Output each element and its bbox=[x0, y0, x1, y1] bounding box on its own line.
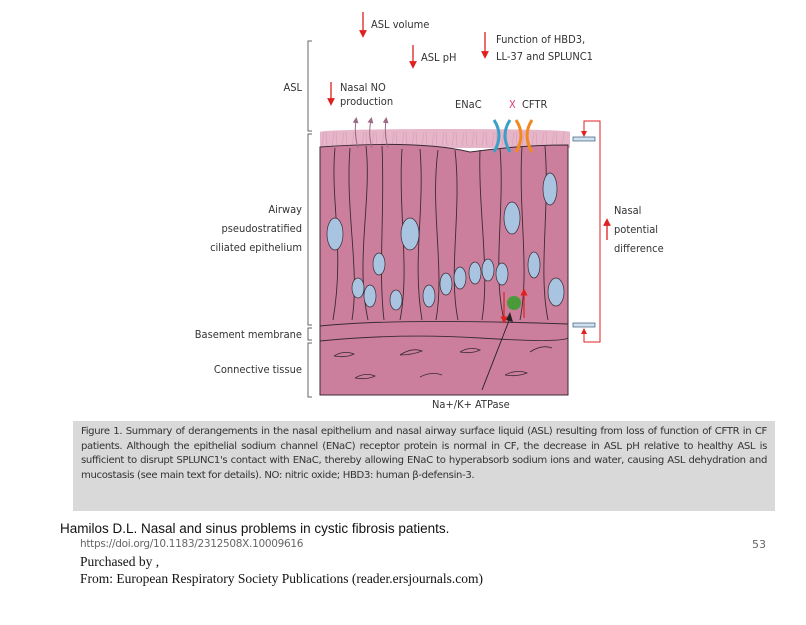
purchased-by: Purchased by , bbox=[80, 554, 160, 569]
cftr-x-mark: X bbox=[509, 98, 516, 111]
enac-label: ENaC bbox=[455, 98, 482, 111]
svg-text:Nasal NO: Nasal NO bbox=[340, 81, 386, 94]
nasal-pd-label-3: difference bbox=[614, 242, 664, 255]
asl-volume-label: ASL volume bbox=[359, 12, 429, 38]
enac-channel-icon bbox=[492, 119, 512, 153]
svg-text:Function of HBD3,: Function of HBD3, bbox=[496, 33, 585, 46]
cftr-channel-icon bbox=[514, 119, 534, 153]
page-number: 53 bbox=[752, 538, 766, 551]
atpase-pump bbox=[507, 296, 521, 310]
no-arrows bbox=[352, 117, 389, 149]
atpase-pointer bbox=[481, 317, 511, 391]
connective-tissue-label: Connective tissue bbox=[214, 363, 302, 376]
airway-label-1: Airway bbox=[268, 203, 302, 216]
airway-label-3: ciliated epithelium bbox=[210, 241, 302, 254]
atpase-label: Na+/K+ ATPase bbox=[432, 398, 510, 411]
doi-link[interactable]: https://doi.org/10.1183/2312508X.1000961… bbox=[80, 538, 304, 550]
nasal-pd-label-2: potential bbox=[614, 223, 658, 236]
function-label: Function of HBD3, LL-37 and SPLUNC1 bbox=[481, 32, 593, 63]
basement-membrane-label: Basement membrane bbox=[195, 328, 302, 341]
svg-text:production: production bbox=[340, 95, 393, 108]
left-brackets bbox=[307, 40, 312, 398]
figure-caption: Figure 1. Summary of derangements in the… bbox=[73, 421, 775, 511]
publisher-source: From: European Respiratory Society Publi… bbox=[80, 571, 484, 586]
potential-difference-circuit bbox=[572, 120, 611, 343]
asl-ph-label: ASL pH bbox=[409, 45, 456, 69]
cftr-label: CFTR bbox=[522, 98, 547, 111]
nasal-pd-label-1: Nasal bbox=[614, 204, 641, 217]
airway-label-2: pseudostratified bbox=[221, 222, 302, 235]
asl-label: ASL bbox=[283, 81, 302, 94]
tissue-block bbox=[319, 129, 570, 396]
epithelium-figure: ASL volume ASL pH Function of HBD3, LL-3… bbox=[195, 12, 664, 411]
svg-text:LL-37 and SPLUNC1: LL-37 and SPLUNC1 bbox=[496, 50, 593, 63]
reference-title: Hamilos D.L. Nasal and sinus problems in… bbox=[60, 521, 450, 536]
svg-text:ASL pH: ASL pH bbox=[421, 51, 456, 64]
svg-text:ASL volume: ASL volume bbox=[371, 18, 429, 31]
nasal-no-label: Nasal NO production bbox=[327, 81, 393, 108]
